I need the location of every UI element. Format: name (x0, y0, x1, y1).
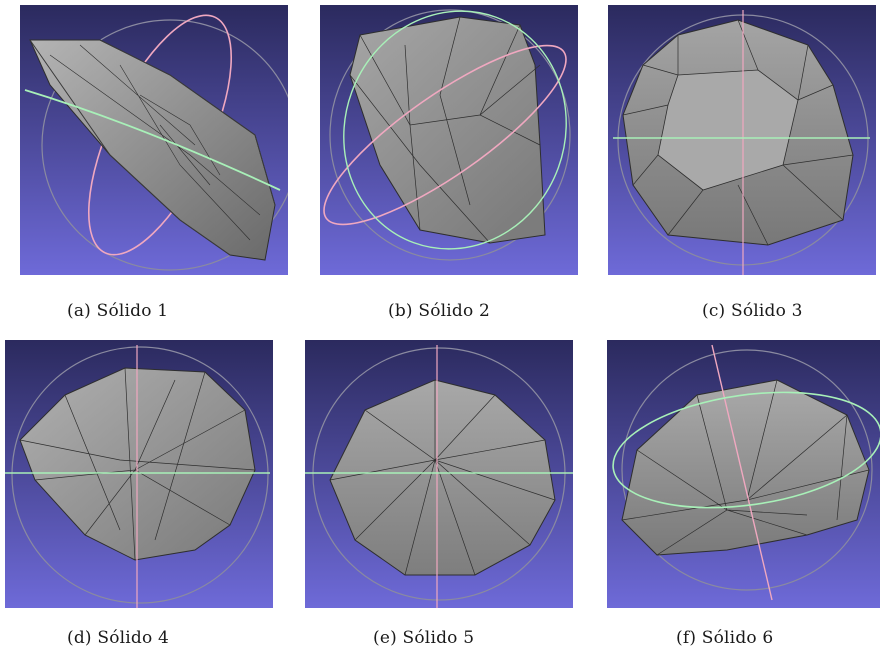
panel-a-image (20, 5, 288, 275)
caption-panel-c: (c) Sólido 3 (702, 301, 803, 321)
panel-f-image (607, 340, 880, 608)
panel-d-image (5, 340, 273, 608)
panel-c-image (608, 5, 876, 275)
caption-panel-e: (e) Sólido 5 (373, 628, 475, 648)
caption-panel-b: (b) Sólido 2 (388, 301, 491, 321)
panel-e-image (305, 340, 573, 608)
panel-b-image (320, 5, 578, 275)
caption-panel-a: (a) Sólido 1 (67, 301, 169, 321)
caption-panel-d: (d) Sólido 4 (67, 628, 170, 648)
caption-panel-f: (f) Sólido 6 (676, 628, 774, 648)
